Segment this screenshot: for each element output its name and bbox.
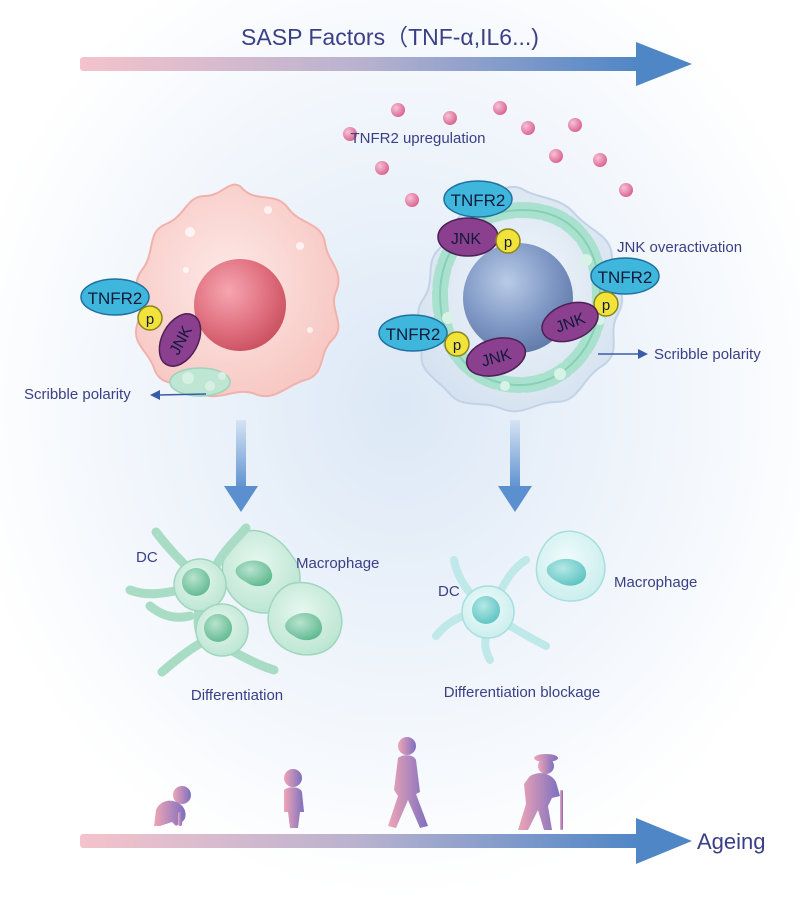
right-receptor-complex-bottom: TNFR2 p JNK — [378, 314, 527, 377]
differentiation-blockage-caption: Differentiation blockage — [444, 684, 601, 701]
left-nucleus — [194, 259, 286, 351]
jnk-overactivation-label: JNK overactivation — [617, 239, 742, 256]
left-dc-label: DC — [136, 549, 158, 566]
left-down-arrow — [224, 420, 258, 512]
right-scribble-polarity-label: Scribble polarity — [654, 346, 761, 363]
ageing-arrow — [80, 818, 692, 864]
differentiation-caption: Differentiation — [191, 687, 283, 704]
left-macrophage-label: Macrophage — [296, 555, 379, 572]
left-scribble-polarity-label: Scribble polarity — [24, 386, 131, 403]
right-tnfr2-label-bottom: TNFR2 — [386, 325, 441, 344]
sasp-arrow — [80, 42, 692, 86]
tnfr2-upregulation-label: TNFR2 upregulation — [350, 130, 485, 147]
right-p-label-right: p — [602, 297, 610, 314]
left-p-label: p — [146, 311, 154, 328]
right-receptor-complex-top: TNFR2 JNK p — [437, 180, 521, 257]
left-scribble-cluster — [169, 367, 231, 397]
right-p-label-bottom: p — [453, 337, 461, 354]
left-tnfr2-label: TNFR2 — [88, 289, 143, 308]
tnfr2-receptor — [80, 278, 150, 316]
right-receptor-complex-right: TNFR2 p JNK — [541, 257, 660, 343]
right-dc-label: DC — [438, 583, 460, 600]
left-differentiated-cells — [125, 523, 343, 677]
sasp-particles — [343, 101, 633, 207]
ageing-label: Ageing — [697, 829, 766, 854]
ageing-silhouettes — [154, 737, 563, 830]
right-blocked-cells — [432, 530, 606, 664]
right-tnfr2-label-top: TNFR2 — [451, 191, 506, 210]
phospho-group — [137, 305, 163, 331]
left-polarity-arrow — [150, 390, 207, 400]
toddler-silhouette — [284, 769, 304, 828]
right-polarity-arrow — [598, 349, 648, 359]
sasp-factors-label: SASP Factors（TNF-α,IL6...) — [241, 24, 539, 50]
right-macrophage-label: Macrophage — [614, 574, 697, 591]
baby-silhouette — [154, 786, 191, 826]
jnk-kinase — [158, 313, 202, 367]
right-p-label-top: p — [504, 234, 512, 251]
right-tnfr2-label-right: TNFR2 — [598, 268, 653, 287]
right-down-arrow — [498, 420, 532, 512]
adult-silhouette — [388, 737, 428, 828]
elderly-silhouette — [518, 754, 563, 830]
left-receptor-complex: TNFR2 p JNK — [80, 278, 202, 367]
right-jnk-label-top: JNK — [451, 231, 482, 248]
